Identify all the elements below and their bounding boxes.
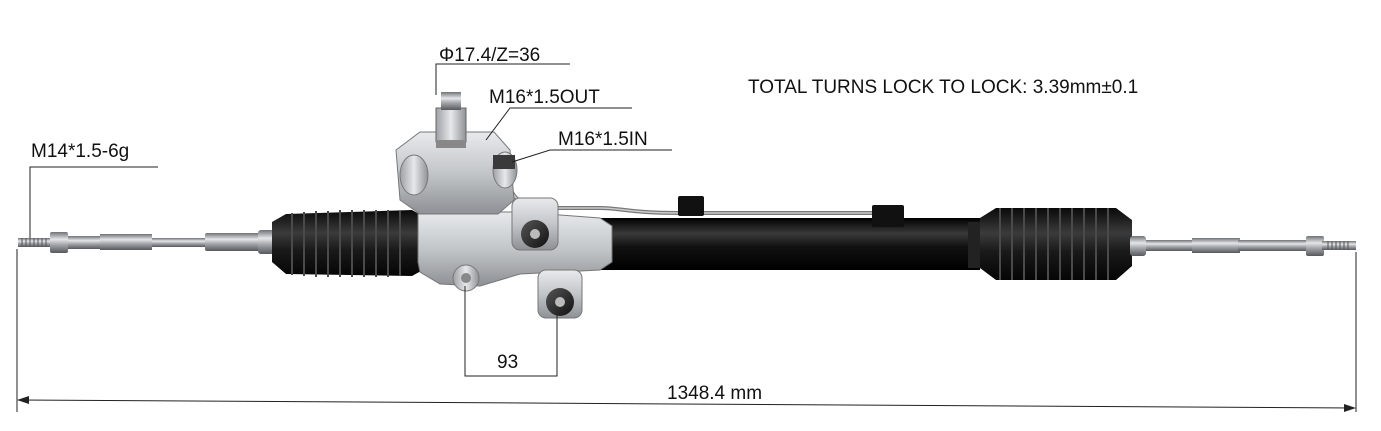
- right-rod-sleeve: [1192, 238, 1240, 253]
- upper-mount-hole: [530, 229, 540, 239]
- left-inner-rod: [152, 238, 207, 247]
- overall-length-label: 1348.4 mm: [667, 383, 763, 404]
- port-out-leader: [485, 107, 632, 141]
- left-boot-clamp: [258, 230, 274, 254]
- rack-tube: [600, 218, 980, 270]
- left-bellows-boot: [272, 210, 430, 277]
- gear-housing: [395, 92, 613, 319]
- pinion-shaft: [441, 92, 461, 110]
- pinion-spec-label: Φ17.4/Z=36: [439, 45, 541, 66]
- pinion-leader: [435, 63, 570, 95]
- valve-side-boss: [399, 154, 429, 196]
- total-turns-label: TOTAL TURNS LOCK TO LOCK: 3.39mm±0.1: [748, 77, 1139, 98]
- line-clip: [678, 196, 704, 216]
- pinion-collar: [435, 107, 467, 143]
- right-boot-clamp-inner: [968, 222, 982, 268]
- right-tie-rod: [1130, 236, 1356, 256]
- right-boot-ribs: [999, 208, 1109, 280]
- right-thread-pattern: [1327, 241, 1349, 250]
- right-thread-end: [1322, 241, 1356, 250]
- left-thread-pattern: [21, 238, 47, 247]
- left-thread-end: [18, 238, 56, 247]
- right-boot-clamp: [1130, 236, 1146, 256]
- tie-rod-leader: [29, 166, 158, 238]
- adjuster-center: [461, 273, 471, 283]
- left-tie-rod: [18, 230, 274, 254]
- left-rod-joint: [205, 233, 265, 251]
- mount-spacing-bracket: [464, 286, 558, 377]
- port-in-label: M16*1.5IN: [558, 129, 648, 150]
- overall-arrow-right: [1344, 404, 1356, 412]
- port-in-leader: [511, 149, 672, 163]
- left-rod-section: [68, 236, 100, 249]
- pinion-seal: [436, 140, 466, 148]
- left-boot-ribs: [291, 210, 401, 277]
- left-rod-sleeve: [100, 234, 152, 250]
- mount-spacing-label: 93: [497, 352, 519, 373]
- right-bellows-boot: [968, 208, 1132, 280]
- lower-mount-hole: [555, 297, 565, 307]
- port-out-label: M16*1.5OUT: [489, 87, 600, 108]
- right-lock-nut: [1306, 236, 1324, 256]
- tie-rod-thread-label: M14*1.5-6g: [31, 141, 130, 162]
- overall-arrow-left: [17, 396, 29, 404]
- port-fitting: [493, 155, 515, 169]
- annotation-lines: [16, 63, 1357, 412]
- right-rod-section: [1238, 240, 1308, 251]
- right-inner-rod: [1146, 240, 1196, 251]
- overall-dimension-line: [18, 399, 1355, 409]
- left-lock-nut: [50, 232, 68, 253]
- line-fitting: [872, 205, 904, 227]
